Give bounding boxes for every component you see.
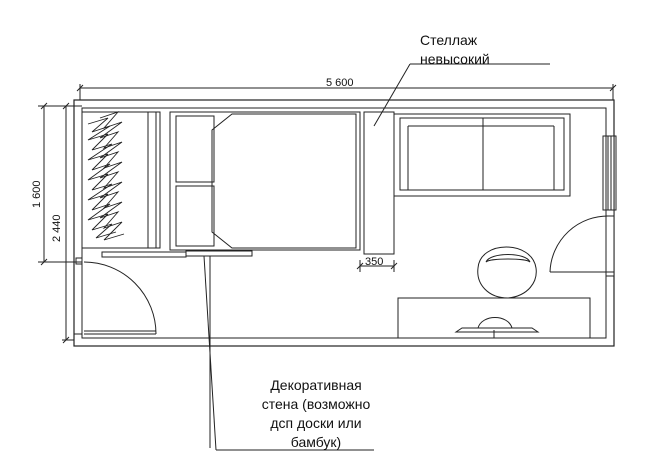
dimension-length <box>76 84 617 100</box>
shelf-label: Стеллаж невысокий <box>420 32 490 67</box>
shelf <box>363 111 395 255</box>
room-walls <box>73 99 615 347</box>
desk <box>397 297 591 339</box>
chair <box>477 246 537 299</box>
decor-wall-label: Декоративная стена (возможно дсп доски и… <box>261 377 371 450</box>
right-door <box>549 215 615 273</box>
dimension-width-full-label: 2 440 <box>51 214 63 242</box>
dimension-gap-label: 350 <box>365 256 384 268</box>
leader-decor-wall <box>203 255 374 451</box>
dimension-gap <box>356 260 398 272</box>
leader-shelf <box>373 63 550 127</box>
dimension-width-full <box>62 102 74 344</box>
sofa <box>393 113 571 197</box>
bed <box>169 111 361 251</box>
dimension-width-small-label: 1 600 <box>31 180 43 208</box>
entry-door <box>83 261 157 335</box>
dimension-length-label: 5 600 <box>326 77 354 89</box>
dimension-width-small <box>38 102 82 266</box>
decorative-wall <box>101 250 253 258</box>
wardrobe <box>81 111 161 249</box>
window <box>602 135 617 211</box>
